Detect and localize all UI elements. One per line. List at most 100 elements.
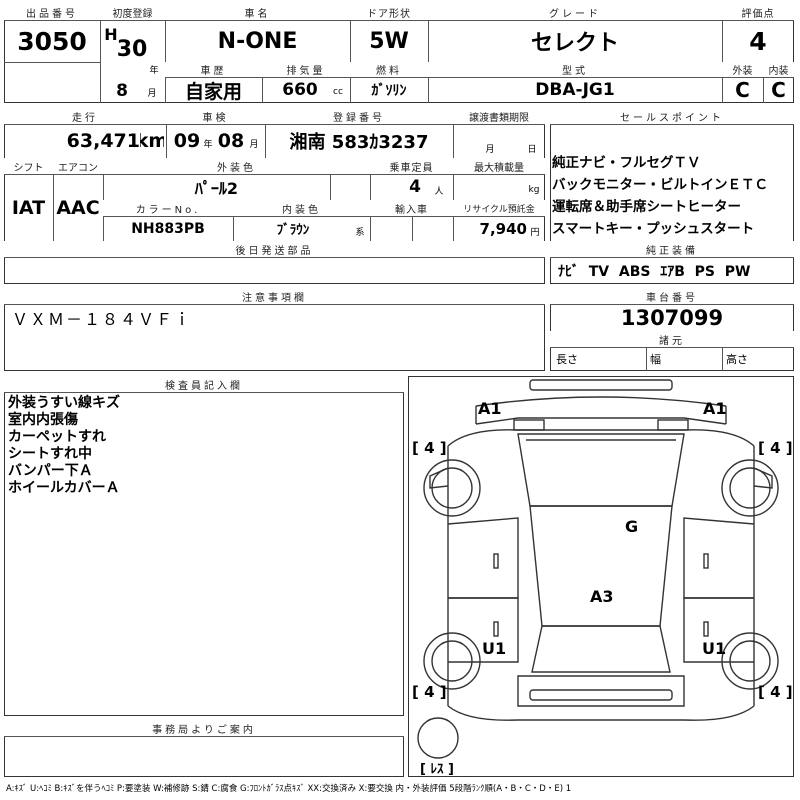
inspector-note: カーペットすれ (8, 429, 106, 445)
height-label: 高さ (726, 353, 748, 366)
inspector-label: 検査員記入欄 (4, 376, 404, 392)
damage-mark-u1-left: U1 (482, 639, 507, 658)
capacity: 4 (409, 177, 421, 197)
dims-label: 諸元 (550, 331, 794, 347)
era-mark: H (104, 24, 118, 44)
grade: セレクト (530, 31, 619, 56)
sales-points: 純正ナビ・フルセグＴＶ バックモニター・ビルトインＥＴＣ 運転席＆助手席シートヒ… (552, 152, 768, 240)
equip-label: 純正装備 (550, 241, 794, 257)
car-history: 自家用 (184, 80, 242, 103)
inspection-month: 08 (217, 130, 245, 152)
chassis-number: 1307099 (620, 305, 724, 330)
damage-diagram (408, 376, 794, 777)
displacement-unit: cc (333, 87, 343, 97)
interior-label: 内装 (763, 62, 794, 77)
notes-text: ＶＸＭ－１８４ＶＦｉ (12, 310, 193, 329)
transfer-label: 譲渡書類期限 (453, 108, 545, 124)
displacement: 660 (282, 80, 318, 100)
month-unit: 月 (147, 88, 157, 99)
interior-grade: C (771, 78, 786, 102)
plate-number: 湘南 583ｶ3237 (289, 132, 429, 153)
inspector-note: シートすれ中 (8, 446, 92, 462)
car-diagram (417, 379, 779, 759)
aircon-label: エアコン (53, 158, 103, 174)
import-label: 輸入車 (370, 200, 453, 216)
load-unit: kg (528, 185, 540, 195)
int-color: ﾌﾞﾗｳﾝ (276, 223, 310, 238)
width-label: 幅 (650, 353, 661, 366)
inspector-block (4, 376, 404, 716)
displacement-label: 排気量 (262, 62, 350, 77)
ext-color: ﾊﾟｰﾙ2 (194, 179, 239, 198)
model-label: 型式 (428, 62, 722, 77)
recycle-unit: 円 (530, 227, 540, 238)
later-parts-label: 後日発送部品 (4, 241, 545, 257)
door-label: ドア形状 (350, 4, 428, 20)
aircon: AAC (56, 196, 100, 219)
shift-label: シフト (4, 158, 53, 174)
capacity-unit: 人 (434, 186, 444, 197)
mileage-label: 走行 (4, 108, 166, 124)
legend: A:ｷｽﾞ U:ﾍｺﾐ B:ｷｽﾞを伴うﾍｺﾐ P:要塗装 W:補修跡 S:錆 … (6, 784, 572, 794)
plate-label: 登録番号 (265, 108, 453, 124)
notes-label: 注意事項欄 (4, 288, 545, 304)
inspector-note: ホイールカバーＡ (8, 480, 120, 496)
inspection-year: 09 (173, 130, 201, 152)
inspector-note: バンパー下Ａ (8, 463, 93, 479)
first-reg-year: 30 (116, 36, 148, 62)
score-label: 評価点 (722, 4, 794, 20)
year-unit: 年 (149, 65, 159, 76)
lot-no-label: 出品番号 (4, 4, 100, 20)
length-label: 長さ (556, 353, 578, 366)
tire-front-right: [ 4 ] (758, 439, 793, 457)
transfer-month-unit: 月 (485, 144, 495, 155)
damage-mark-a3: A3 (590, 587, 614, 606)
sales-point: 運転席＆助手席シートヒーター (552, 199, 741, 215)
office-label: 事務局よりご案内 (4, 720, 404, 736)
inspector-note: 外装うすい線キズ (8, 395, 120, 411)
inspection-year-unit: 年 (203, 139, 213, 150)
car-name-label: 車名 (165, 4, 350, 20)
fuel-label: 燃料 (350, 62, 428, 77)
inspector-notes: 外装うすい線キズ 室内内張傷 カーペットすれ シートすれ中 バンパー下Ａ ホイー… (8, 395, 120, 497)
inspection-label: 車検 (166, 108, 265, 124)
sales-point: バックモニター・ビルトインＥＴＣ (552, 177, 768, 193)
history-label: 車歴 (165, 62, 262, 77)
tire-rear-left: [ 4 ] (412, 683, 447, 701)
int-color-unit: 系 (355, 227, 365, 238)
spare-tire: [ ﾚｽ ] (420, 762, 454, 777)
damage-mark-u1-right: U1 (702, 639, 727, 658)
first-reg-label: 初度登録 (100, 4, 165, 20)
chassis-label: 車台番号 (550, 288, 794, 304)
fuel: ｶﾞｿﾘﾝ (371, 83, 407, 99)
inspection-month-unit: 月 (249, 139, 259, 150)
color-no-label: カラーNo. (103, 200, 233, 216)
ext-color-label: 外装色 (103, 158, 370, 174)
lot-number: 3050 (17, 26, 87, 56)
score: 4 (749, 26, 767, 56)
standard-equipment: ﾅﾋﾞ TV ABS ｴｱB PS PW (558, 263, 751, 280)
mileage: 63,471 (66, 130, 140, 152)
load-label: 最大積載量 (453, 158, 545, 174)
sales-point: スマートキー・プッシュスタート (552, 221, 755, 237)
model-code: DBA-JG1 (535, 80, 615, 100)
recycle-fee: 7,940 (479, 219, 527, 238)
sales-point: 純正ナビ・フルセグＴＶ (552, 155, 701, 171)
damage-mark-a1-left: A1 (478, 399, 502, 418)
tire-rear-right: [ 4 ] (758, 683, 793, 701)
first-reg-month: 8 (116, 81, 128, 101)
recycle-label: リサイクル預託金 (453, 200, 545, 216)
grade-label: グレード (428, 4, 722, 20)
mileage-unit: km (140, 130, 164, 152)
door-type: 5W (369, 28, 409, 54)
damage-mark-g: G (625, 517, 639, 536)
color-number: NH883PB (131, 220, 205, 237)
sales-label: セールスポイント (550, 108, 794, 124)
shift: IAT (11, 196, 46, 219)
tire-front-left: [ 4 ] (412, 439, 447, 457)
transfer-day-unit: 日 (527, 144, 537, 155)
exterior-grade: C (735, 78, 750, 102)
exterior-label: 外装 (722, 62, 763, 77)
inspector-note: 室内内張傷 (8, 412, 78, 428)
damage-mark-a1-right: A1 (703, 399, 727, 418)
